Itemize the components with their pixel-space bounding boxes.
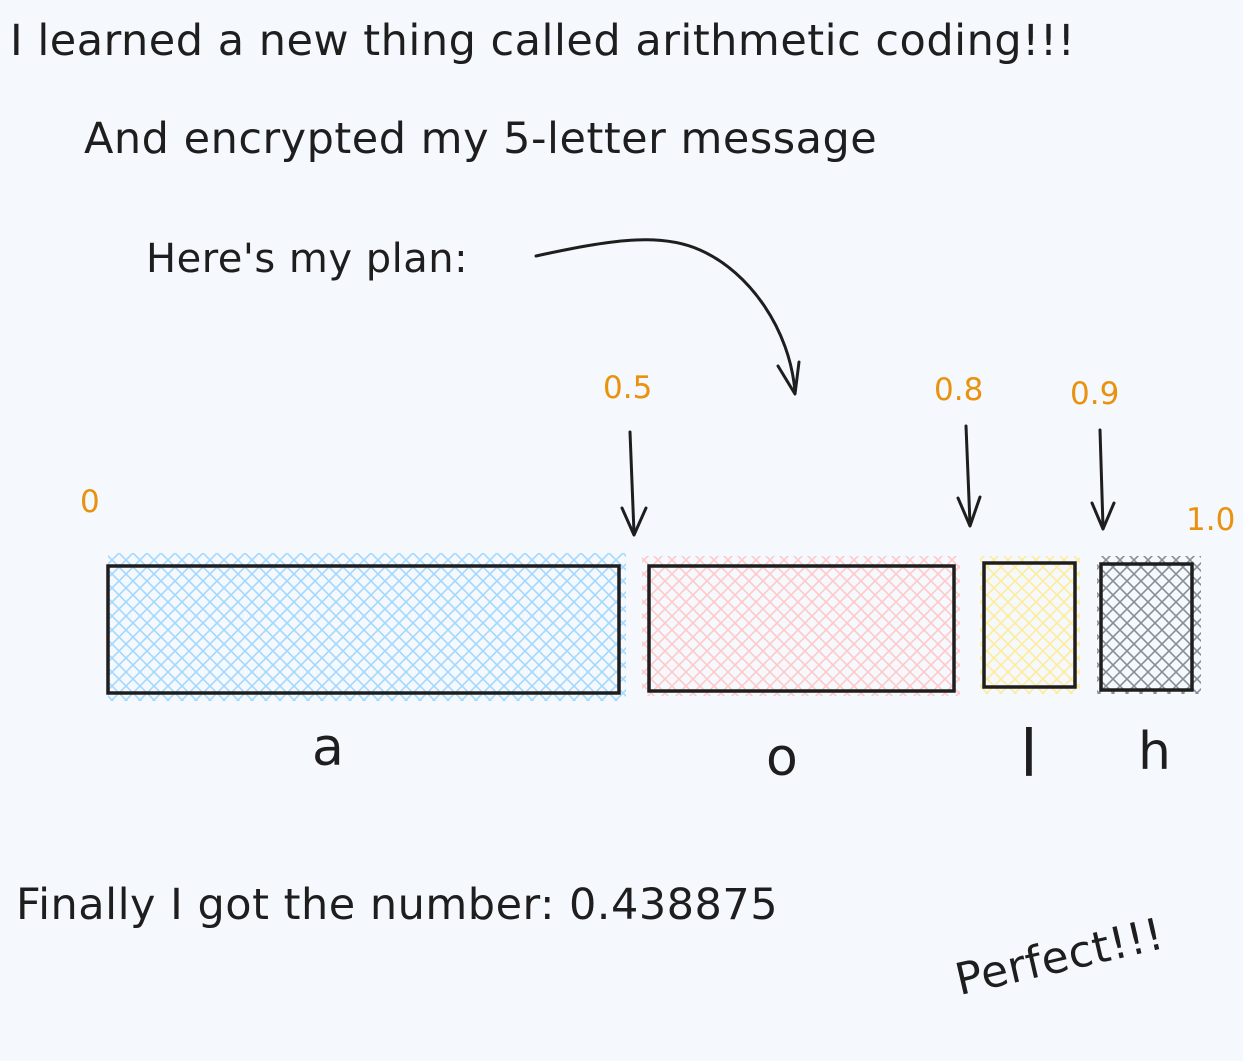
tick-label-0-8: 0.8: [934, 372, 984, 408]
arrow-05: [620, 430, 648, 537]
arrow-08: [956, 424, 982, 528]
final-result: Finally I got the number: 0.438875: [16, 880, 778, 930]
segment-label-a: a: [312, 718, 344, 778]
segment-l-box: [980, 556, 1080, 694]
tick-label-0-5: 0.5: [603, 370, 653, 406]
segment-a-box: [106, 553, 626, 701]
tick-label-0: 0: [80, 484, 100, 520]
segment-h-box: [1097, 556, 1201, 694]
final-result-prefix: Finally I got the number:: [16, 880, 555, 930]
segment-o-box: [642, 556, 960, 696]
segment-label-o: o: [766, 728, 798, 788]
tick-label-1-0: 1.0: [1186, 502, 1236, 538]
plan-label: Here's my plan:: [146, 236, 469, 282]
curved-arrow-head: [776, 360, 801, 396]
curved-arrow: [534, 238, 797, 394]
segment-label-l: l: [1020, 718, 1038, 792]
final-number: 0.438875: [568, 880, 779, 930]
tick-label-0-9: 0.9: [1070, 376, 1120, 412]
heading-learned: I learned a new thing called arithmetic …: [10, 16, 1076, 66]
segment-label-h: h: [1138, 722, 1171, 782]
arrow-09: [1090, 428, 1116, 531]
heading-encrypted: And encrypted my 5-letter message: [84, 114, 878, 164]
